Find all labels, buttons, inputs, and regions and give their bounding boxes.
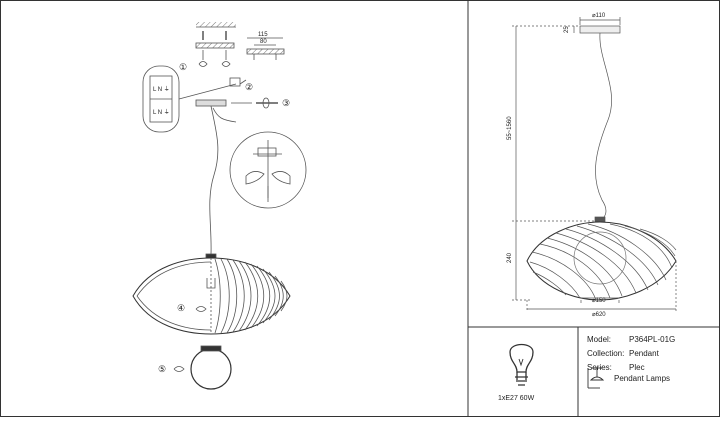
socket-thread bbox=[206, 278, 216, 289]
collection-value: Pendant bbox=[629, 349, 659, 358]
rotate-arrow-icon bbox=[195, 306, 207, 312]
series-label: Series: bbox=[587, 363, 612, 372]
suspension-cable bbox=[209, 105, 219, 255]
terminal-top-label: L N ⏚ bbox=[153, 86, 170, 93]
pendant-lamp-icon bbox=[587, 367, 605, 389]
rotate-arrow-icon bbox=[221, 61, 231, 67]
ceiling-hatch bbox=[196, 22, 236, 27]
adjuster-body bbox=[257, 147, 277, 157]
series-value: Plec bbox=[629, 363, 645, 372]
step-5-label: ⑤ bbox=[158, 364, 166, 374]
step-1-label: ① bbox=[179, 62, 187, 72]
terminal-connector bbox=[229, 77, 241, 87]
opening-diameter-label: ⌀150 bbox=[592, 298, 606, 304]
lamp-spec: 1xE27 60W bbox=[498, 395, 535, 402]
shade-ribs bbox=[529, 223, 677, 301]
category-value: Pendant Lamps bbox=[614, 374, 671, 383]
terminal-bottom-label: L N ⏚ bbox=[153, 109, 170, 116]
rotate-arrow-icon bbox=[198, 61, 208, 67]
model-label: Model: bbox=[587, 335, 612, 344]
leader-line bbox=[178, 83, 237, 100]
bulb-outline bbox=[573, 231, 627, 285]
shade-height-label: 240 bbox=[507, 252, 513, 263]
bracket-detail bbox=[246, 48, 285, 55]
hand-right bbox=[271, 171, 291, 185]
canopy bbox=[195, 99, 227, 107]
wire-arrow bbox=[239, 79, 247, 85]
installation-diagram bbox=[132, 22, 307, 390]
step-3-label: ③ bbox=[282, 98, 290, 108]
step-labels: ① ② ③ ④ ⑤ bbox=[158, 62, 290, 374]
model-value: P364PL-01G bbox=[629, 335, 676, 344]
dimension-drawing bbox=[512, 17, 677, 311]
canopy-side-view bbox=[579, 25, 621, 34]
suspension-cable bbox=[595, 32, 612, 223]
rotate-arrow-icon bbox=[262, 97, 270, 109]
collection-label: Collection: bbox=[587, 349, 625, 358]
cable-length-label: 55~1560 bbox=[507, 116, 513, 140]
shade-ring bbox=[190, 348, 232, 390]
shade-ribs bbox=[214, 258, 288, 334]
rotate-arrow-icon bbox=[173, 366, 185, 372]
step-4-label: ④ bbox=[177, 303, 185, 313]
leader-line bbox=[212, 107, 237, 123]
bulb-icon bbox=[509, 343, 534, 386]
canopy-height-label: 25 bbox=[564, 26, 570, 33]
mounting-bracket bbox=[195, 42, 235, 49]
ring-clamp bbox=[200, 345, 222, 352]
shade-outline bbox=[132, 257, 291, 335]
shade-inner-left bbox=[136, 261, 212, 331]
socket-cap bbox=[594, 216, 606, 223]
bracket-hole-spacing-label: 80 bbox=[260, 39, 267, 45]
step-2-label: ② bbox=[245, 82, 253, 92]
canopy-diameter-label: ⌀110 bbox=[592, 13, 606, 19]
hand-left bbox=[245, 171, 265, 185]
shade-diameter-label: ⌀620 bbox=[592, 312, 606, 318]
bracket-width-label: 115 bbox=[258, 32, 268, 38]
